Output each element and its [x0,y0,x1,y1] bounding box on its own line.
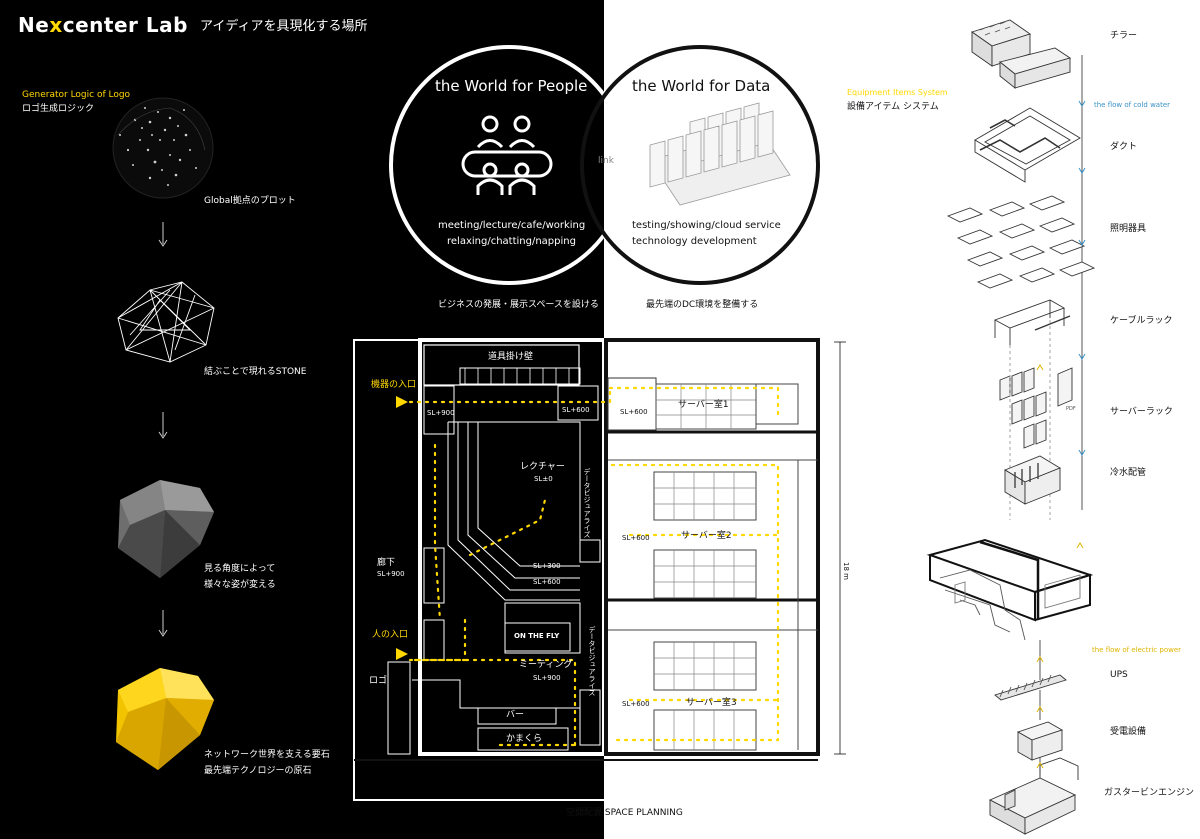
data-viz-1: データビジュアライズ [583,468,592,538]
step-stone-appears: 結ぶことで現れるSTONE [204,367,307,377]
arrow-1 [158,222,168,247]
equipment-title-en: Equipment Items System [847,88,948,97]
data-viz-2: データビジュアライズ [588,626,597,696]
item-chilled-water-piping: 冷水配管 [1110,468,1147,478]
level-sl900-b: SL+900 [377,570,405,578]
item-chiller: チラー [1110,31,1138,41]
level-sl600-a: SL+600 [562,406,590,414]
room-server-1: サーバー室1 [678,400,729,410]
arrow-2 [158,412,168,439]
stone-globe-plot [112,97,214,199]
logo-logic-title-en: Generator Logic of Logo [22,90,131,100]
dark-half [0,0,604,839]
level-sl600-c: SL+600 [533,578,561,586]
level-sl600-e: SL+600 [622,700,650,708]
stone-wireframe [117,281,215,363]
people-caption: ビジネスの発展・展示スペースを設ける [438,300,599,310]
tagline: アイディアを具現化する場所 [200,19,368,34]
data-circle [580,45,820,285]
item-power-receiving: 受電設備 [1110,727,1147,737]
item-lighting: 照明器具 [1110,224,1147,234]
people-activities-1: meeting/lecture/cafe/working [438,220,586,231]
level-sl300: SL+300 [533,562,561,570]
room-bar: バー [506,710,525,720]
brand-text-x: x [49,13,63,37]
data-world-title: the World for Data [632,77,771,95]
item-server-rack: サーバーラック [1110,407,1173,417]
room-on-the-fly: ON THE FLY [514,632,560,640]
server-rack-icon [649,102,791,206]
link-label: link [598,156,614,166]
room-server-3: サーバー室3 [686,698,737,708]
step-keystone-1: ネットワーク世界を支える要石 [204,750,330,760]
step-angle-2: 様々な姿が変える [204,580,276,590]
people-world-title: the World for People [435,77,588,95]
level-sl900-a: SL+900 [427,409,455,417]
space-planning-caption: 空間配置 SPACE PLANNING [566,808,683,818]
item-cable-rack: ケーブルラック [1110,316,1173,326]
equipment-system [926,19,1096,835]
step-global-plot: Global拠点のプロット [204,196,296,206]
people-entrance: 人の入口 [372,630,409,640]
data-activities-1: testing/showing/cloud service [632,220,781,231]
level-sl600-b: SL+600 [620,408,648,416]
room-corridor: 廊下 [377,558,396,568]
brand-logo: Nexcenter Lab [18,14,188,37]
room-server-2: サーバー室2 [681,531,732,541]
logo-logic-title-jp: ロゴ生成ロジック [22,104,95,114]
item-ups: UPS [1110,670,1128,680]
data-caption: 最先端のDC環境を整備する [646,300,759,310]
step-keystone-2: 最先端テクノロジーの原石 [204,766,312,776]
data-activities-2: technology development [632,236,757,247]
room-logo: ロゴ [369,676,388,686]
pdf-label: PDF [1066,406,1076,412]
level-sl0: SL±0 [534,475,553,483]
people-activities-2: relaxing/chatting/napping [447,236,576,247]
dimension-18m: 18 m [842,562,851,580]
stone-yellow [116,668,214,770]
power-flow-label: the flow of electric power [1092,646,1182,654]
brand-text-post: center Lab [62,13,188,37]
item-duct: ダクト [1110,142,1138,152]
level-sl600-d: SL+600 [622,534,650,542]
equipment-title-jp: 設備アイテム システム [847,102,939,112]
floor-plan [353,338,846,801]
level-sl900-c: SL+900 [533,674,561,682]
room-meeting: ミーティング [519,660,573,670]
room-lecture: レクチャー [520,462,565,472]
step-angle-1: 見る角度によって [204,564,276,574]
item-gas-turbine: ガスタービンエンジン [1104,788,1195,798]
equipment-entrance: 機器の入口 [371,380,417,390]
people-circle [389,45,629,285]
cold-water-flow-label: the flow of cold water [1094,101,1171,109]
arrow-3 [158,610,168,637]
people-icon [461,115,553,195]
room-tool-wall: 道具掛け壁 [488,352,534,362]
stone-grey [118,480,214,578]
room-kamakura: かまくら [506,734,543,744]
brand-text-pre: Ne [18,13,50,37]
